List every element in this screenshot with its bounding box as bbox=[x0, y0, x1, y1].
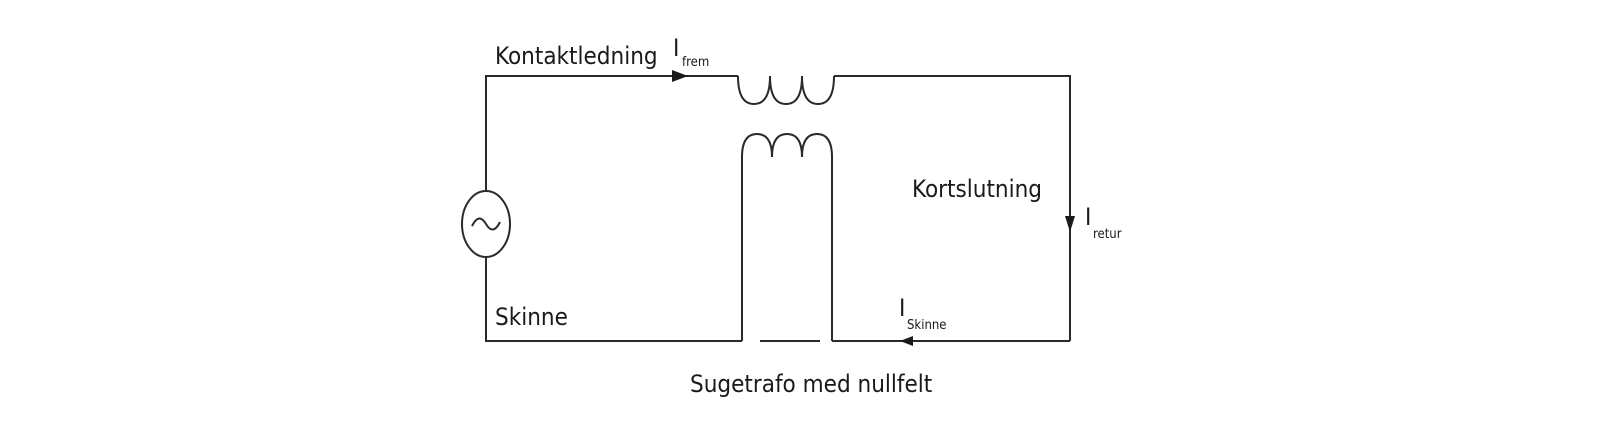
rail-current-arrow-icon bbox=[900, 336, 913, 346]
forward-current-symbol: I bbox=[673, 34, 679, 62]
rail-current-subscript: Skinne bbox=[907, 318, 946, 333]
short-circuit-label: Kortslutning bbox=[912, 175, 1042, 203]
transformer-secondary-coil bbox=[741, 132, 833, 341]
contact-line-label: Kontaktledning bbox=[495, 42, 658, 70]
forward-current-arrow-icon bbox=[672, 70, 688, 82]
return-current-arrow-icon bbox=[1065, 216, 1075, 232]
transformer-label: Sugetrafo med nullfelt bbox=[690, 370, 932, 398]
rail-current-symbol: I bbox=[899, 294, 905, 322]
transformer-primary-coil bbox=[737, 75, 835, 106]
contact-line-wire bbox=[485, 75, 738, 192]
rail-label: Skinne bbox=[495, 303, 568, 331]
ac-source-sine-icon bbox=[471, 217, 501, 231]
ac-source-circle bbox=[461, 190, 511, 258]
rail-wire-left bbox=[485, 257, 742, 342]
return-current-symbol: I bbox=[1085, 203, 1091, 231]
contact-line-wire-right bbox=[834, 75, 1071, 341]
return-current-subscript: retur bbox=[1093, 227, 1122, 242]
forward-current-subscript: frem bbox=[682, 55, 709, 70]
